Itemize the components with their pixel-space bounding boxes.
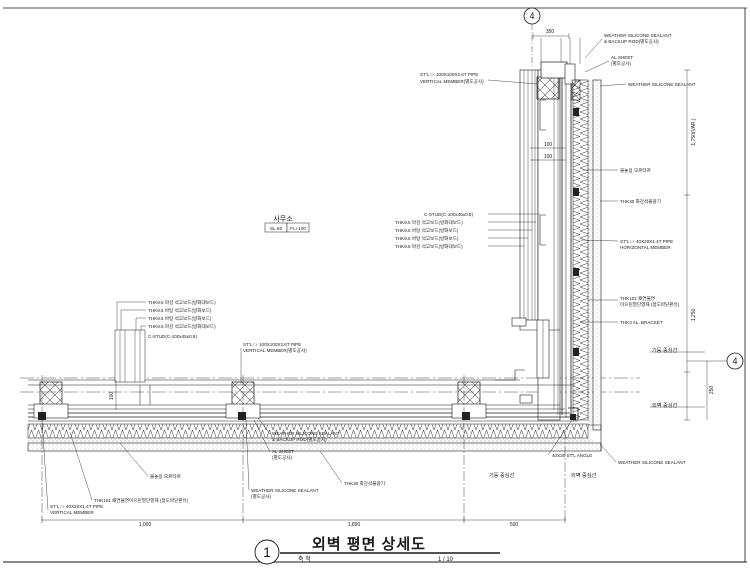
svg-text:WEATHER SILICONE SEALANT: WEATHER SILICONE SEALANT (628, 82, 696, 87)
svg-text:THK101 패연불연: THK101 패연불연 (620, 295, 655, 302)
svg-text:350: 350 (546, 29, 555, 35)
mullion-right (451, 381, 487, 420)
annotation-pipe-top: ST'L □- 100X100X2.6T PIPE VERTICAL MEMBE… (420, 72, 538, 85)
grid-bubble-top: 4 (523, 7, 541, 66)
svg-text:기둥 중심선: 기둥 중심선 (489, 471, 515, 479)
svg-text:HORIZONTAL MEMBER: HORIZONTAL MEMBER (620, 245, 671, 250)
svg-text:& BACKUP ROD(별도공사): & BACKUP ROD(별도공사) (604, 38, 659, 45)
svg-text:4: 4 (529, 11, 534, 21)
svg-text:THK9.5 마감 석고보드(방화대보드): THK9.5 마감 석고보드(방화대보드) (395, 243, 463, 250)
svg-text:250: 250 (709, 386, 715, 395)
svg-text:WEATHER SILICONE SEALANT: WEATHER SILICONE SEALANT (251, 488, 319, 493)
svg-text:100: 100 (544, 142, 553, 148)
horizontal-wall-assembly (27, 379, 602, 452)
svg-text:(별도공사): (별도공사) (251, 493, 271, 500)
right-dimension-chain: 1,750(VAR.) 1,250 250 (684, 69, 715, 421)
svg-text:ST'L □- 40X20X1.4T PIPE: ST'L □- 40X20X1.4T PIPE (50, 504, 103, 509)
svg-text:C-STUD(C-100x45x0.8): C-STUD(C-100x45x0.8) (424, 212, 473, 217)
svg-text:THK9.5 마감 석고보드(방화대보드): THK9.5 마감 석고보드(방화대보드) (148, 299, 216, 306)
svg-text:VERTICAL MEMBER(별도공사): VERTICAL MEMBER(별도공사) (243, 347, 307, 354)
ref-column-center-label: 기둥 중심선 (652, 346, 678, 354)
annotation-pipe-mid: ST'L □- 100X100X2.6T PIPE VERTICAL MEMBE… (240, 342, 307, 384)
svg-text:40X30 ST'L ANGLE: 40X30 ST'L ANGLE (552, 453, 592, 458)
bottom-reference-labels: 기둥 중심선 외벽 중심선 (489, 471, 597, 479)
scale-label: 축 척 (298, 555, 311, 563)
top-mullion (536, 38, 581, 101)
svg-text:1,750(VAR.): 1,750(VAR.) (691, 118, 697, 145)
svg-text:외벽 중심선: 외벽 중심선 (571, 471, 597, 479)
room-name: 사무소 (273, 214, 293, 223)
vertical-wall-assembly (519, 69, 602, 431)
title-block: 1 외벽 평면 상세도 축 척 1 / 10 (254, 535, 500, 565)
inner-dimensions: 100 100 (530, 142, 566, 161)
svg-text:THK9.5 마감 석고보드(방화대보드): THK9.5 마감 석고보드(방화대보드) (395, 219, 463, 226)
svg-text:WEATHER SILICONE SEALANT: WEATHER SILICONE SEALANT (604, 33, 672, 38)
svg-text:이으린열단열재 (접도마닫판유): 이으린열단열재 (접도마닫판유) (620, 301, 680, 308)
svg-text:THK30 화강석물갈기: THK30 화강석물갈기 (620, 198, 661, 205)
top-dimension: 350 (532, 29, 570, 39)
svg-text:(별도공사): (별도공사) (611, 60, 631, 67)
svg-text:THK9.5 바탕 석고보드(방화보드): THK9.5 바탕 석고보드(방화보드) (395, 227, 459, 234)
svg-text:VERTICAL MEMBER: VERTICAL MEMBER (50, 510, 94, 515)
annotation-bottom-left: 불놓용 모르타르 THK101 패연불연이으린열단열재 (접도마닫판유) WEA… (41, 419, 385, 515)
svg-text:FL+100: FL+100 (290, 226, 306, 231)
svg-text:AL.SHEET: AL.SHEET (611, 55, 633, 60)
svg-text:1,890: 1,890 (348, 522, 361, 528)
svg-text:불놓용 모르타르: 불놓용 모르타르 (150, 473, 181, 480)
svg-text:ST'L □- 40X20X1.4T PIPE: ST'L □- 40X20X1.4T PIPE (620, 239, 673, 244)
svg-text:500: 500 (510, 522, 519, 528)
ref-wall-center-label: 외벽 중심선 (652, 401, 678, 409)
svg-text:ST'L □- 100X100X2.6T PIPE: ST'L □- 100X100X2.6T PIPE (243, 342, 301, 347)
room-tag: 사무소 SL-50 FL+100 (264, 214, 310, 233)
svg-text:4: 4 (732, 356, 737, 366)
mullion-left (33, 381, 69, 420)
scale-value: 1 / 10 (438, 557, 454, 563)
svg-text:WEATHER SILICONE SEALANT: WEATHER SILICONE SEALANT (618, 460, 686, 465)
svg-text:& BACKUP ROD(별도공사): & BACKUP ROD(별도공사) (272, 436, 327, 443)
annotation-angle: 40X30 ST'L ANGLE WEATHER SILICONE SEALAN… (547, 419, 686, 465)
annotation-stud-center: C-STUD(C-100x45x0.8) THK9.5 마감 석고보드(방화대보… (395, 212, 540, 250)
svg-text:AL.SHEET: AL.SHEET (272, 449, 294, 454)
bottom-dimension-chain: 1,000 1,890 500 (41, 517, 566, 528)
annotation-top-mullion: WEATHER SILICONE SEALANT & BACKUP ROD(별도… (584, 33, 696, 87)
sheet-border (3, 7, 747, 563)
left-dimension: 100 (109, 380, 117, 410)
svg-text:ST'L □- 100X100X2.6T PIPE: ST'L □- 100X100X2.6T PIPE (420, 72, 478, 77)
grid-bubble-right: 4 (726, 352, 744, 370)
svg-text:불놓용 모르타르: 불놓용 모르타르 (620, 167, 651, 174)
svg-text:THK9.5 마감 석고보드(방화대보드): THK9.5 마감 석고보드(방화대보드) (148, 323, 216, 330)
mullion-center-lines (41, 375, 566, 520)
partition-stub (114, 329, 146, 383)
annotation-stud-left: THK9.5 마감 석고보드(방화대보드) THK9.5 바탕 석고보드(방화보… (116, 299, 216, 339)
annotation-right-mid: 불놓용 모르타르 THK30 화강석물갈기 ST'L □- 40X20X1.4T… (579, 167, 680, 325)
svg-text:1,250: 1,250 (691, 309, 697, 322)
svg-text:WEATHER SILICONE SEALANT: WEATHER SILICONE SEALANT (272, 431, 340, 436)
svg-text:THK9.5 바탕 석고보드(방화보드): THK9.5 바탕 석고보드(방화보드) (148, 315, 212, 322)
svg-text:C-STUD(C-100x45x0.8): C-STUD(C-100x45x0.8) (148, 334, 197, 339)
svg-text:THK9.5 바탕 석고보드(방화보드): THK9.5 바탕 석고보드(방화보드) (395, 235, 459, 242)
svg-text:THK30 화강석물갈기: THK30 화강석물갈기 (344, 480, 385, 487)
svg-text:THK9.5 바탕 석고보드(방화보드): THK9.5 바탕 석고보드(방화보드) (148, 307, 212, 314)
svg-text:100: 100 (544, 154, 553, 160)
annotation-bottom-right-mullion: WEATHER SILICONE SEALANT & BACKUP ROD(별도… (253, 417, 340, 461)
svg-text:1,000: 1,000 (139, 522, 152, 528)
drawing-title: 외벽 평면 상세도 (312, 535, 426, 553)
svg-text:THK3 AL. BRACKET: THK3 AL. BRACKET (620, 320, 663, 325)
svg-text:(별도공사): (별도공사) (272, 454, 292, 461)
svg-text:THK101 패연불연이으린열단열재 (접도마닫판유): THK101 패연불연이으린열단열재 (접도마닫판유) (94, 497, 189, 504)
detail-number: 1 (263, 544, 271, 560)
svg-text:100: 100 (109, 392, 115, 401)
svg-text:SL-50: SL-50 (270, 226, 283, 231)
svg-text:VERTICAL MEMBER(별도공사): VERTICAL MEMBER(별도공사) (420, 78, 484, 85)
corner-assembly (495, 317, 602, 451)
